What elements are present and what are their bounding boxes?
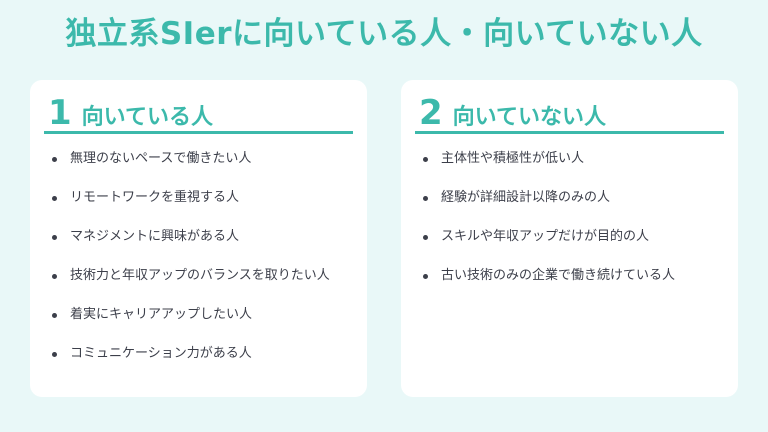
item-text: スキルや年収アップだけが目的の人 (441, 229, 650, 244)
item-text: 主体性や積極性が低い人 (441, 151, 585, 166)
list-item: 主体性や積極性が低い人 (421, 150, 724, 189)
item-text: 着実にキャリアアップしたい人 (70, 307, 253, 322)
bullet-icon (52, 274, 57, 279)
list-item: 技術力と年収アップのバランスを取りたい人 (50, 267, 353, 306)
bullet-icon (52, 313, 57, 318)
card-header: 1 向いている人 (44, 96, 353, 134)
bullet-icon (52, 196, 57, 201)
item-text: 経験が詳細設計以降のみの人 (441, 190, 611, 205)
card-number: 1 (48, 93, 72, 133)
list-item: コミュニケーション力がある人 (50, 345, 353, 384)
unsuitable-card: 2 向いていない人 主体性や積極性が低い人 経験が詳細設計以降のみの人 スキルや… (401, 80, 738, 397)
item-text: 古い技術のみの企業で働き続けている人 (441, 268, 676, 283)
item-list: 無理のないペースで働きたい人 リモートワークを重視する人 マネジメントに興味があ… (44, 150, 353, 384)
item-list: 主体性や積極性が低い人 経験が詳細設計以降のみの人 スキルや年収アップだけが目的… (415, 150, 724, 306)
bullet-icon (52, 235, 57, 240)
list-item: マネジメントに興味がある人 (50, 228, 353, 267)
item-text: コミュニケーション力がある人 (70, 346, 252, 361)
list-item: 古い技術のみの企業で働き続けている人 (421, 267, 724, 306)
item-text: 技術力と年収アップのバランスを取りたい人 (70, 268, 330, 283)
list-item: 無理のないペースで働きたい人 (50, 150, 353, 189)
suitable-card: 1 向いている人 無理のないペースで働きたい人 リモートワークを重視する人 マネ… (30, 80, 367, 397)
list-item: スキルや年収アップだけが目的の人 (421, 228, 724, 267)
bullet-icon (423, 235, 428, 240)
bullet-icon (52, 157, 57, 162)
item-text: マネジメントに興味がある人 (70, 229, 240, 244)
card-heading: 向いていない人 (452, 105, 607, 130)
list-item: リモートワークを重視する人 (50, 189, 353, 228)
card-heading: 向いている人 (81, 105, 214, 130)
item-text: リモートワークを重視する人 (70, 190, 240, 205)
list-item: 着実にキャリアアップしたい人 (50, 306, 353, 345)
page-title: 独立系SIerに向いている人・向いていない人 (65, 16, 703, 52)
bullet-icon (423, 157, 428, 162)
list-item: 経験が詳細設計以降のみの人 (421, 189, 724, 228)
bullet-icon (423, 196, 428, 201)
bullet-icon (52, 352, 57, 357)
item-text: 無理のないペースで働きたい人 (70, 151, 252, 166)
bullet-icon (423, 274, 428, 279)
card-number: 2 (419, 93, 443, 133)
card-header: 2 向いていない人 (415, 96, 724, 134)
